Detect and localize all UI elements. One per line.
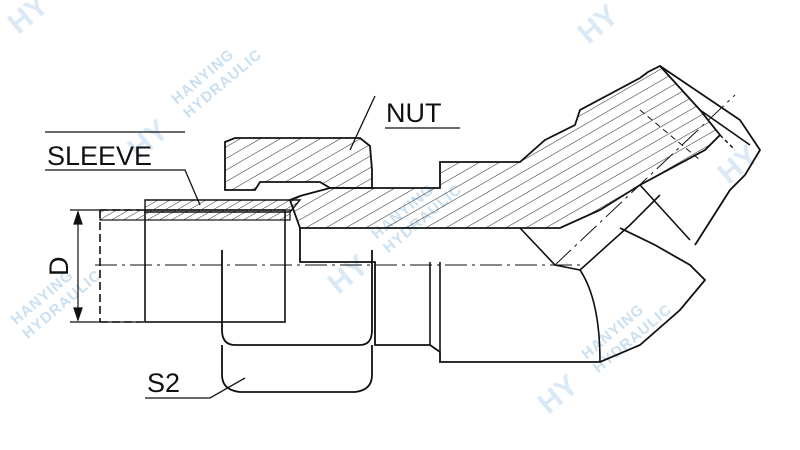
svg-text:HY: HY: [532, 369, 585, 421]
label-d: D: [44, 257, 74, 277]
label-sleeve: SLEEVE: [47, 141, 152, 171]
tube: [99, 209, 286, 323]
svg-text:HY: HY: [322, 249, 375, 301]
fitting-body: [288, 64, 762, 363]
svg-text:HY: HY: [2, 0, 55, 41]
nut: [221, 137, 373, 393]
leader-lines: [45, 95, 460, 399]
label-s2: S2: [147, 368, 180, 398]
sleeve: [99, 199, 302, 221]
svg-text:HY: HY: [572, 0, 625, 51]
label-nut: NUT: [386, 98, 442, 128]
dimension-d: [70, 209, 140, 323]
